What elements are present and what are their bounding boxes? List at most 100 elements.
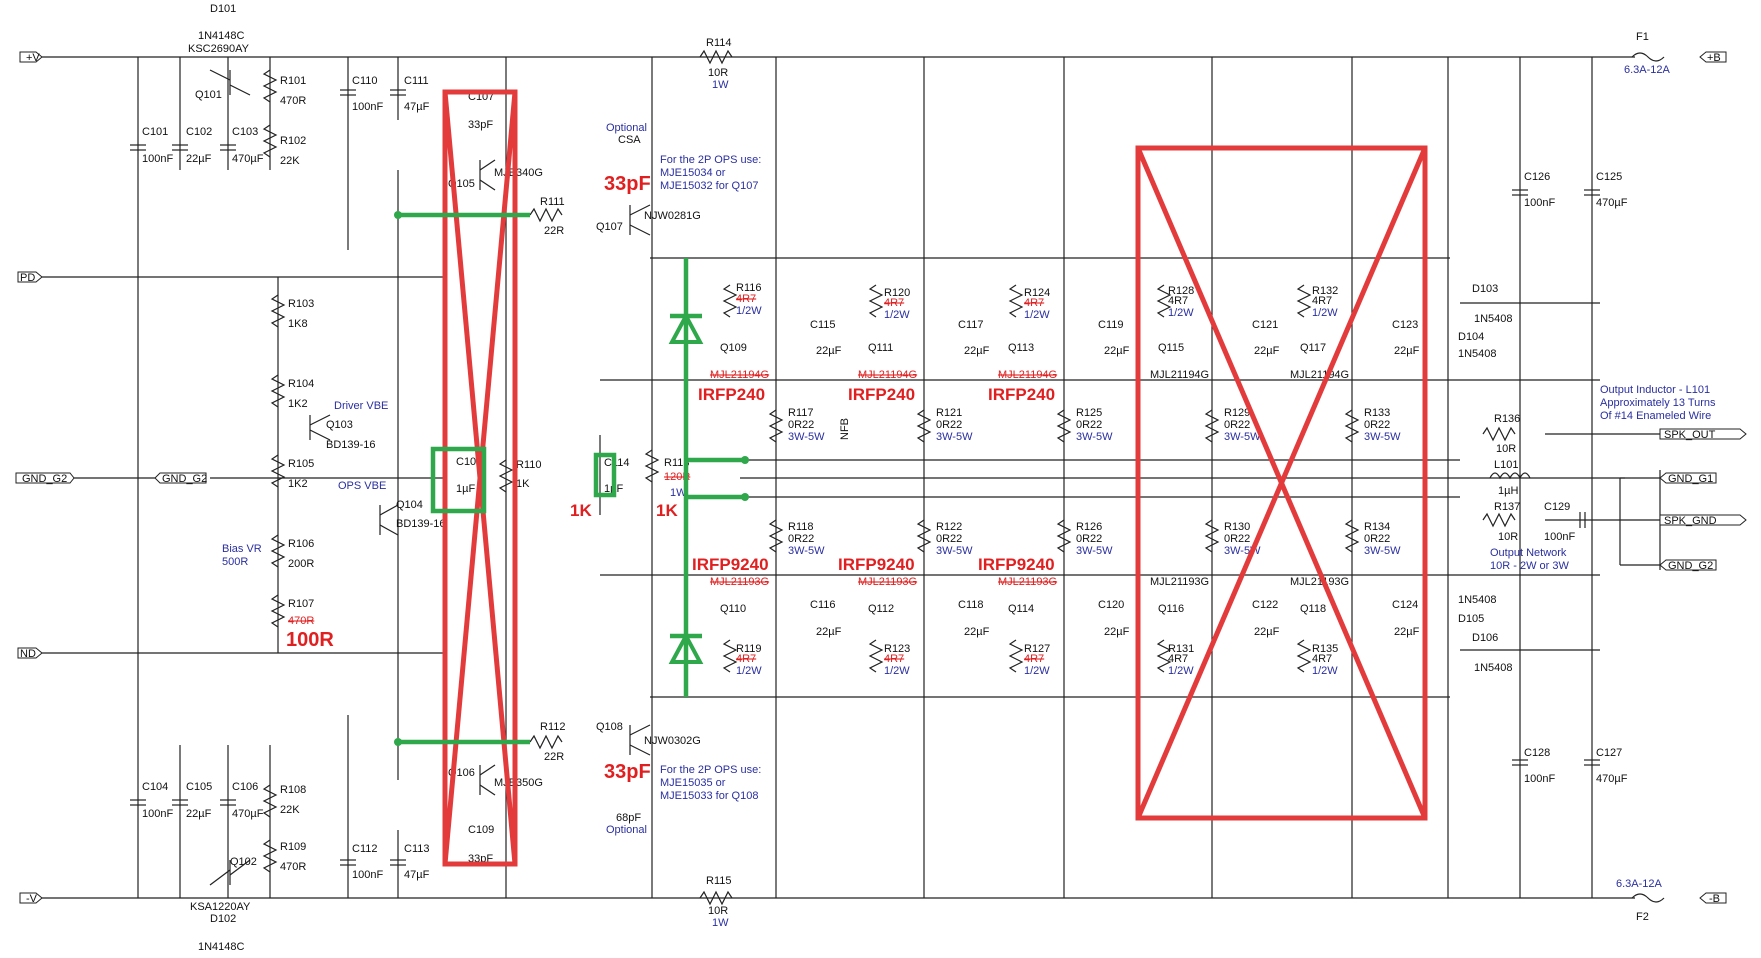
svg-text:R130: R130 <box>1224 521 1250 533</box>
svg-text:CSA: CSA <box>618 134 641 146</box>
port-spk-out: SPK_OUT <box>1659 428 1747 441</box>
svg-text:C105: C105 <box>186 781 212 793</box>
svg-text:Q114: Q114 <box>1008 603 1034 615</box>
svg-text:R111: R111 <box>540 196 565 208</box>
svg-text:C124: C124 <box>1392 599 1418 611</box>
svg-text:1N4148C: 1N4148C <box>198 941 245 953</box>
svg-text:1W: 1W <box>712 917 729 929</box>
svg-text:0R22: 0R22 <box>1224 533 1250 545</box>
svg-text:Q118: Q118 <box>1300 603 1326 615</box>
capacitor-c113 <box>390 859 406 866</box>
svg-text:470µF: 470µF <box>232 808 264 820</box>
svg-text:R133: R133 <box>1364 407 1390 419</box>
svg-text:R114: R114 <box>706 37 731 49</box>
svg-text:0R22: 0R22 <box>788 419 814 431</box>
svg-text:470R: 470R <box>288 615 314 627</box>
port-labels: +V PD GND_G2 GND_G2 ND -V +B -B <box>15 51 1747 905</box>
svg-text:Output Inductor - L101: Output Inductor - L101 <box>1600 384 1710 396</box>
svg-text:MJL21194G: MJL21194G <box>1150 369 1209 381</box>
capacitor-c126 <box>1512 189 1528 196</box>
svg-text:68pF: 68pF <box>616 812 641 824</box>
port-nd: ND <box>17 647 43 660</box>
svg-text:C126: C126 <box>1524 171 1550 183</box>
svg-text:6.3A-12A: 6.3A-12A <box>1616 878 1663 890</box>
resistor-r105 <box>270 454 286 488</box>
svg-text:IRFP240: IRFP240 <box>988 385 1055 404</box>
svg-text:C103: C103 <box>232 126 258 138</box>
svg-text:D105: D105 <box>1458 613 1484 625</box>
svg-text:4R7: 4R7 <box>1024 653 1044 665</box>
resistor-r103 <box>270 294 286 328</box>
resistor-r104 <box>270 374 286 408</box>
svg-text:22µF: 22µF <box>1254 626 1280 638</box>
port-minus-v: -V <box>19 892 43 905</box>
svg-text:R123: R123 <box>884 643 910 655</box>
svg-text:R124: R124 <box>1024 287 1050 299</box>
svg-text:MJL21194G: MJL21194G <box>998 369 1057 381</box>
svg-text:R129: R129 <box>1224 407 1250 419</box>
svg-text:R122: R122 <box>936 521 962 533</box>
svg-text:Q117: Q117 <box>1300 342 1326 354</box>
capacitor-c129 <box>1579 512 1586 528</box>
capacitor-c128 <box>1512 759 1528 766</box>
svg-text:1K2: 1K2 <box>288 398 308 410</box>
svg-text:R115: R115 <box>706 875 731 887</box>
svg-text:Q108: Q108 <box>596 721 623 733</box>
svg-text:22µF: 22µF <box>964 626 990 638</box>
svg-text:NJW0302G: NJW0302G <box>644 735 701 747</box>
svg-text:0R22: 0R22 <box>1364 419 1390 431</box>
svg-text:R137: R137 <box>1494 501 1520 513</box>
svg-text:Q111: Q111 <box>868 342 893 354</box>
svg-text:22µF: 22µF <box>964 345 990 357</box>
svg-text:For the 2P OPS use:: For the 2P OPS use: <box>660 154 761 166</box>
capacitor-c104 <box>130 799 146 806</box>
svg-text:C122: C122 <box>1252 599 1278 611</box>
svg-text:F1: F1 <box>1636 31 1649 43</box>
svg-text:0R22: 0R22 <box>936 533 962 545</box>
svg-text:0R22: 0R22 <box>1224 419 1250 431</box>
svg-text:R136: R136 <box>1494 413 1520 425</box>
svg-text:0R22: 0R22 <box>1076 419 1102 431</box>
port-spk-gnd: SPK_GND <box>1659 514 1747 527</box>
svg-text:R109: R109 <box>280 841 306 853</box>
svg-text:IRFP9240: IRFP9240 <box>978 555 1055 574</box>
svg-text:1K8: 1K8 <box>288 318 308 330</box>
svg-text:33pF: 33pF <box>468 119 493 131</box>
svg-text:MJL21193G: MJL21193G <box>1290 576 1349 588</box>
svg-text:10R: 10R <box>708 905 728 917</box>
svg-text:C102: C102 <box>186 126 212 138</box>
svg-text:100nF: 100nF <box>142 153 173 165</box>
svg-text:Q113: Q113 <box>1008 342 1034 354</box>
svg-text:IRFP240: IRFP240 <box>848 385 915 404</box>
svg-text:1/2W: 1/2W <box>736 305 762 317</box>
svg-text:Q104: Q104 <box>396 499 423 511</box>
svg-text:MJL21194G: MJL21194G <box>710 369 769 381</box>
svg-text:R118: R118 <box>788 521 813 533</box>
svg-text:R126: R126 <box>1076 521 1102 533</box>
svg-text:C110: C110 <box>352 75 377 87</box>
resistor-r108 <box>262 784 278 818</box>
svg-text:R106: R106 <box>288 538 314 550</box>
svg-text:1W: 1W <box>712 79 729 91</box>
capacitor-c103 <box>220 144 236 151</box>
crossed-out-vas-region <box>442 89 518 867</box>
svg-text:100nF: 100nF <box>142 808 173 820</box>
port-gnd-g1: GND_G1 <box>1659 472 1717 485</box>
svg-text:4R7: 4R7 <box>884 653 904 665</box>
svg-text:C109: C109 <box>468 824 494 836</box>
svg-text:ND: ND <box>20 648 36 660</box>
svg-text:1/2W: 1/2W <box>884 665 910 677</box>
resistor-r115 <box>699 890 733 906</box>
svg-text:22K: 22K <box>280 804 300 816</box>
port-gnd-g2-left: GND_G2 <box>15 472 75 485</box>
svg-text:1N5408: 1N5408 <box>1474 313 1513 325</box>
svg-text:3W-5W: 3W-5W <box>1364 431 1401 443</box>
svg-text:IRFP9240: IRFP9240 <box>838 555 915 574</box>
svg-text:Q102: Q102 <box>230 856 257 868</box>
svg-text:R105: R105 <box>288 458 314 470</box>
svg-text:R132: R132 <box>1312 285 1338 297</box>
transistor-q103 <box>309 414 331 441</box>
svg-text:Q103: Q103 <box>326 419 353 431</box>
svg-text:Q112: Q112 <box>868 603 894 615</box>
svg-text:C121: C121 <box>1252 319 1278 331</box>
